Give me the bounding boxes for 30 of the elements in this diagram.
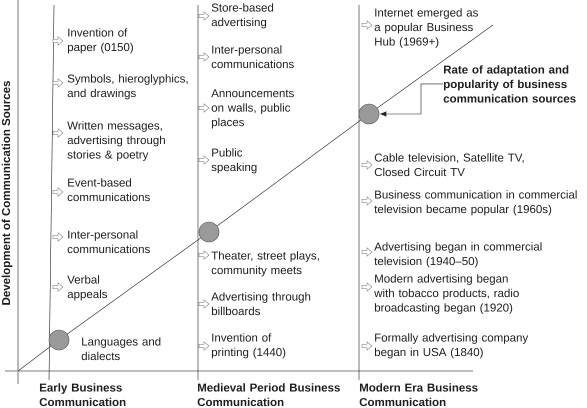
event-label: Symbols, hieroglyphics, and drawings: [68, 74, 188, 100]
circle-marker: [198, 222, 220, 242]
column-title: Early Business Communication: [40, 383, 126, 406]
event-label: Inter-personal communications: [212, 45, 294, 68]
column-title: Modern Era Business Communication: [360, 383, 478, 406]
callout-text: Rate of adaptation and popularity of business communication sources: [444, 65, 576, 103]
event-label: Inter-personal communications: [68, 230, 150, 254]
leader-arrow: [380, 84, 444, 117]
event-label: Languages and dialects: [82, 337, 160, 360]
event-label: Formally advertising company began in USA (1840): [374, 333, 528, 358]
event-label: Invention of printing (1440): [212, 333, 286, 358]
trend-line: [18, 346, 52, 372]
event-label: Internet emerged as a popular Business Hub (1969+): [374, 8, 478, 48]
event-label: Announcements on walls, public places: [211, 89, 294, 128]
trend-line: [377, 24, 494, 108]
column-title: Medieval Period Business Communication: [198, 383, 340, 406]
circle-marker: [48, 330, 70, 350]
event-label: Business communication in commercial television became popular (1960s): [374, 190, 577, 216]
trend-line: [216, 120, 362, 226]
event-label: Advertising through billboards: [211, 292, 310, 316]
event-label: Store-based advertising: [212, 3, 274, 28]
event-label: Advertising began in commercial television (1940–50): [374, 242, 542, 268]
event-label: Public speaking: [212, 148, 256, 174]
circle-marker: [358, 104, 380, 124]
event-label: Event-based communications: [68, 178, 150, 202]
event-label: Verbal appeals: [67, 275, 108, 300]
trend-line: [67, 238, 201, 334]
event-label: Modern advertising began with tobacco products, radio broadcasting began (1920): [374, 274, 519, 314]
event-label: Invention of paper (0150): [68, 28, 133, 54]
event-label: Written messages, advertising through stories & poetry: [67, 121, 165, 161]
